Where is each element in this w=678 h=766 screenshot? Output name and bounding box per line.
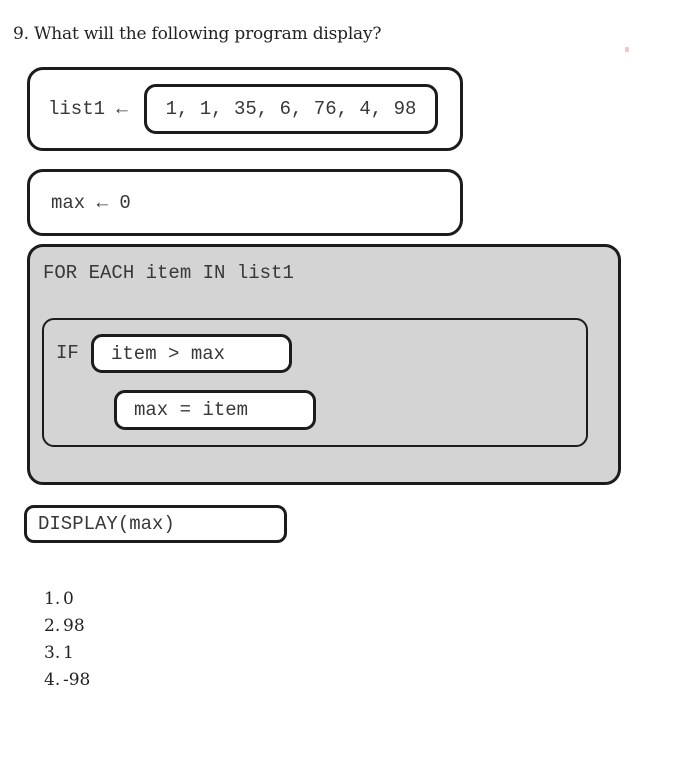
display-statement: DISPLAY(max) — [38, 513, 175, 535]
list1-assignment-box: list1 ← 1, 1, 35, 6, 76, 4, 98 — [27, 67, 463, 151]
if-body-statement: max = item — [134, 399, 249, 421]
pink-artifact-mark — [625, 47, 629, 52]
if-condition-box: item > max — [91, 334, 292, 373]
if-statement-box: IF item > max max = item — [42, 318, 588, 447]
list1-values-box: 1, 1, 35, 6, 76, 4, 98 — [144, 84, 438, 134]
list1-values: 1, 1, 35, 6, 76, 4, 98 — [165, 98, 417, 120]
choice-number: 1. — [44, 589, 61, 609]
answer-choices-list: 1. 0 2. 98 3. 1 4. -98 — [44, 589, 90, 697]
choice-number: 4. — [44, 670, 61, 690]
answer-choice-2[interactable]: 2. 98 — [44, 616, 90, 643]
display-statement-box: DISPLAY(max) — [24, 505, 287, 543]
choice-text: -98 — [63, 670, 91, 690]
question-title: 9. What will the following program displ… — [13, 24, 382, 44]
choice-number: 2. — [44, 616, 61, 636]
answer-choice-4[interactable]: 4. -98 — [44, 670, 90, 697]
if-condition: item > max — [111, 342, 226, 365]
foreach-loop-box: FOR EACH item IN list1 IF item > max max… — [27, 244, 621, 485]
choice-text: 0 — [63, 589, 74, 609]
if-keyword-label: IF — [56, 342, 79, 364]
choice-text: 98 — [63, 616, 85, 636]
list1-assign-label: list1 ← — [48, 98, 128, 120]
foreach-header: FOR EACH item IN list1 — [43, 262, 294, 284]
answer-choice-3[interactable]: 3. 1 — [44, 643, 90, 670]
answer-choice-1[interactable]: 1. 0 — [44, 589, 90, 616]
choice-number: 3. — [44, 643, 61, 663]
max-assign-statement: max ← 0 — [51, 191, 131, 214]
if-body-box: max = item — [114, 390, 316, 430]
choice-text: 1 — [63, 643, 74, 663]
max-assignment-box: max ← 0 — [27, 169, 463, 236]
